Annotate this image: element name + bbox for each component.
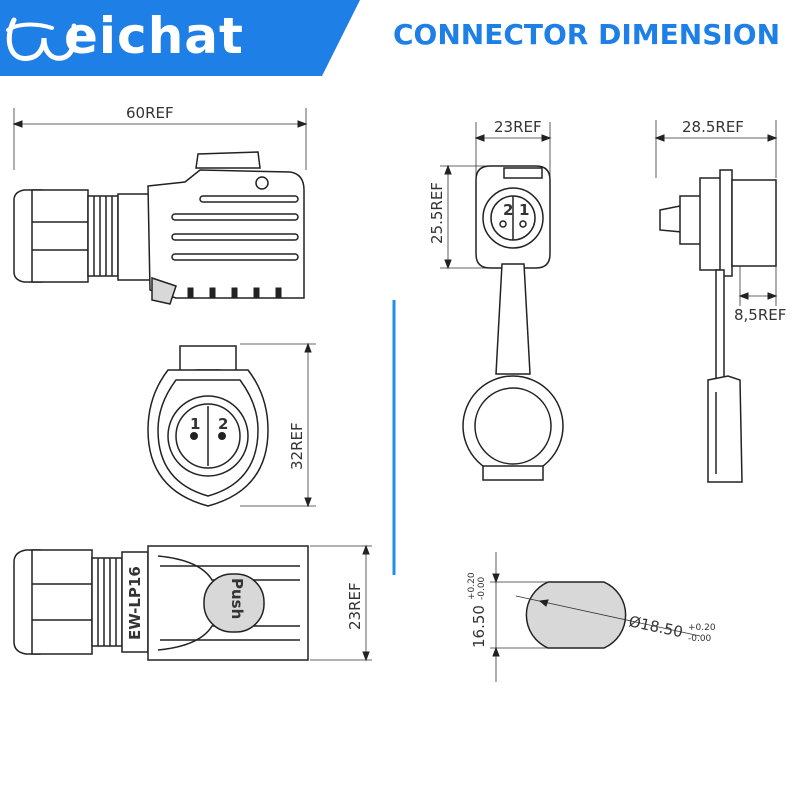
socket-side-view (654, 120, 778, 483)
socket-front-view (440, 122, 564, 481)
cutout-diameter-tol-minus: -0.00 (688, 634, 712, 644)
dim-plug-face-height: 32REF (288, 422, 306, 470)
dim-cutout-height: 16.50 (470, 605, 488, 648)
cutout-diameter-tol-plus: +0.20 (688, 623, 716, 633)
logo-mark-icon (6, 17, 77, 61)
dim-cutout-height-tol-plus: +0.20 (467, 572, 477, 600)
dim-plug-top-height: 23REF (346, 582, 364, 630)
dim-socket-height: 25.5REF (428, 182, 446, 244)
plug-front-view (147, 342, 316, 508)
socket-pin-1-label: 1 (519, 201, 529, 219)
plug-side-view (12, 108, 308, 305)
dim-socket-width: 23REF (494, 118, 542, 136)
logo-text: eichat (64, 7, 244, 65)
dim-socket-flange: 8,5REF (734, 306, 786, 324)
socket-pin-2-label: 2 (503, 201, 513, 219)
pin-1-label: 1 (190, 415, 200, 433)
logo-banner (0, 0, 360, 76)
panel-cutout-view (490, 552, 701, 682)
page-heading: CONNECTOR DIMENSION (393, 18, 781, 51)
dim-socket-side-depth: 28.5REF (682, 118, 744, 136)
push-label: Push (228, 578, 246, 619)
dim-plug-length: 60REF (126, 104, 174, 122)
plug-top-view (13, 544, 372, 662)
dim-cutout-diameter: Ø18.50 (627, 612, 684, 641)
model-label: EW-LP16 (126, 566, 144, 640)
dim-cutout-height-tol-minus: -0.00 (477, 576, 487, 600)
pin-2-label: 2 (218, 415, 228, 433)
